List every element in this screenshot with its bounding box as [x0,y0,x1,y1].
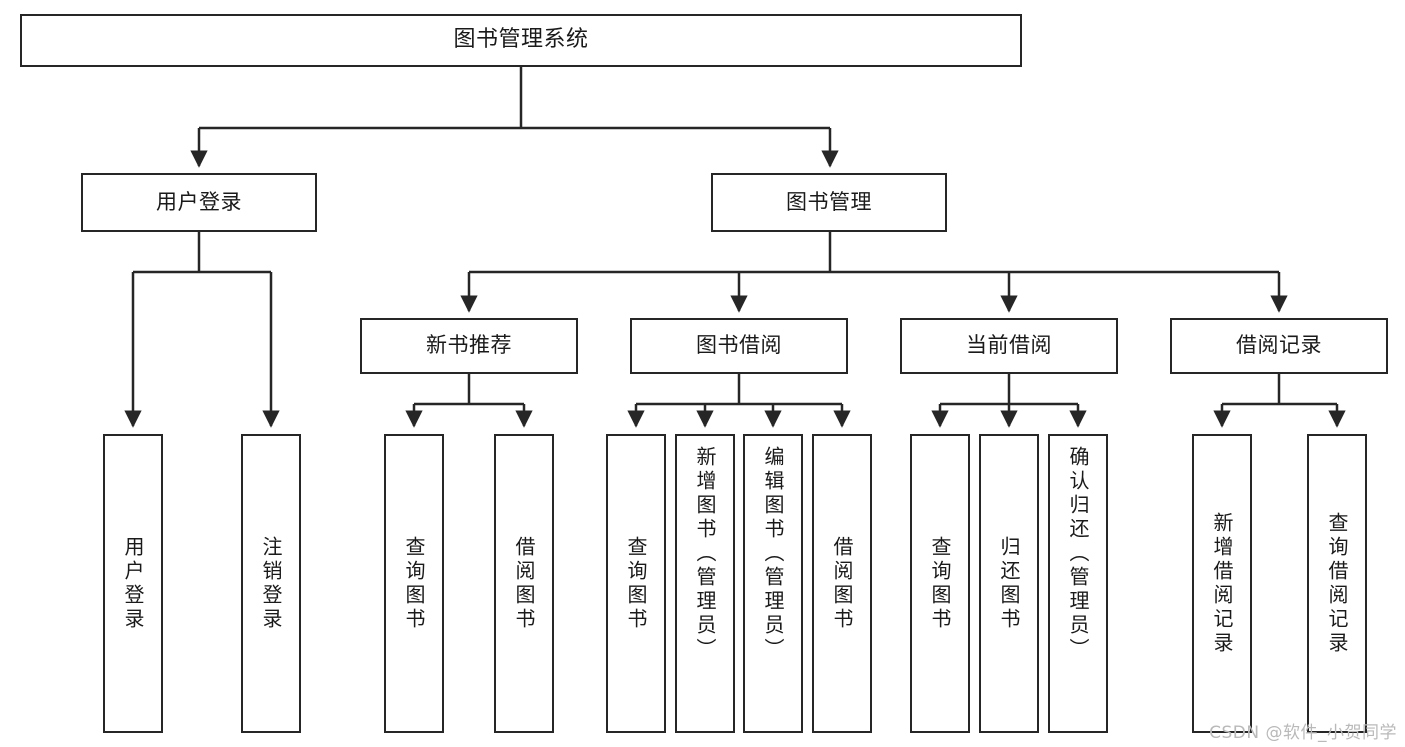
leaf-current-confirm-return-admin[interactable]: 确认归还（管理员） [1048,434,1108,733]
node-root-book-management-system[interactable]: 图书管理系统 [20,14,1022,67]
leaf-records-add-record-label: 新增借阅记录 [1210,511,1234,656]
node-book-management[interactable]: 图书管理 [711,173,947,232]
leaf-current-query-book[interactable]: 查询图书 [910,434,970,733]
leaf-current-return-book-label: 归还图书 [997,535,1021,632]
leaf-new-book-borrow[interactable]: 借阅图书 [494,434,554,733]
node-current-borrow-label: 当前借阅 [966,333,1052,358]
leaf-borrow-borrow-book-label: 借阅图书 [830,535,854,632]
node-book-management-label: 图书管理 [786,189,872,214]
node-borrow-records[interactable]: 借阅记录 [1170,318,1388,374]
leaf-records-query-record-label: 查询借阅记录 [1325,511,1349,656]
leaf-borrow-edit-book-admin[interactable]: 编辑图书（管理员） [743,434,803,733]
node-new-book-recommend-label: 新书推荐 [426,333,512,358]
leaf-borrow-add-book-admin[interactable]: 新增图书（管理员） [675,434,735,733]
leaf-records-query-record[interactable]: 查询借阅记录 [1307,434,1367,733]
leaf-new-book-query-label: 查询图书 [402,535,426,632]
node-user-login-label: 用户登录 [156,189,242,214]
leaf-user-login-login-label: 用户登录 [121,535,145,632]
leaf-new-book-borrow-label: 借阅图书 [512,535,536,632]
leaf-user-login-logout[interactable]: 注销登录 [241,434,301,733]
leaf-current-query-book-label: 查询图书 [928,535,952,632]
leaf-borrow-query-book[interactable]: 查询图书 [606,434,666,733]
node-book-borrow[interactable]: 图书借阅 [630,318,848,374]
node-borrow-records-label: 借阅记录 [1236,333,1322,358]
leaf-borrow-borrow-book[interactable]: 借阅图书 [812,434,872,733]
node-user-login[interactable]: 用户登录 [81,173,317,232]
leaf-user-login-logout-label: 注销登录 [259,535,283,632]
leaf-current-return-book[interactable]: 归还图书 [979,434,1039,733]
leaf-current-confirm-return-admin-label: 确认归还（管理员） [1066,446,1090,662]
node-book-borrow-label: 图书借阅 [696,333,782,358]
leaf-user-login-login[interactable]: 用户登录 [103,434,163,733]
leaf-records-add-record[interactable]: 新增借阅记录 [1192,434,1252,733]
leaf-new-book-query[interactable]: 查询图书 [384,434,444,733]
node-root-label: 图书管理系统 [453,27,589,53]
leaf-borrow-query-book-label: 查询图书 [624,535,648,632]
leaf-borrow-edit-book-admin-label: 编辑图书（管理员） [761,446,785,662]
leaf-borrow-add-book-admin-label: 新增图书（管理员） [693,446,717,662]
node-current-borrow[interactable]: 当前借阅 [900,318,1118,374]
node-new-book-recommend[interactable]: 新书推荐 [360,318,578,374]
